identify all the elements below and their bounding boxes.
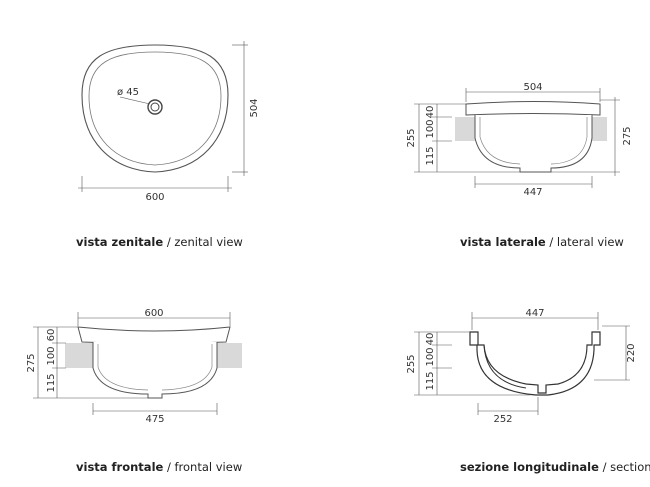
- zenital-width-label: 600: [145, 192, 164, 203]
- drain-hole-outer: [147, 99, 163, 115]
- frontal-bowl-inner: [97, 344, 213, 391]
- lateral-rim: [465, 101, 601, 116]
- section-total-label: 255: [406, 354, 417, 373]
- section-bowl-wall: [469, 331, 601, 396]
- lateral-part-b-label: 100: [425, 119, 436, 138]
- caption-lateral: vista laterale / lateral view: [460, 235, 624, 249]
- lateral-part-a-label: 115: [425, 146, 436, 165]
- caption-zenital-rest: / zenital view: [163, 235, 243, 249]
- section-view: 447 252 255 115 100 40 220: [406, 308, 637, 425]
- frontal-part-a-label: 115: [46, 373, 57, 392]
- caption-frontal-bold: vista frontale: [76, 460, 164, 474]
- lateral-view: 504 447 255 115 100 40 275: [406, 82, 633, 198]
- lateral-bottom-label: 447: [523, 187, 542, 198]
- zenital-height-label: 504: [249, 98, 260, 117]
- section-part-b-label: 100: [425, 347, 436, 366]
- lateral-part-c-label: 40: [425, 106, 436, 119]
- zenital-basin-outer: [81, 44, 229, 173]
- frontal-view: 600 475 275 115 100 60: [26, 308, 242, 425]
- caption-lateral-bold: vista laterale: [460, 235, 546, 249]
- frontal-bowl: [92, 342, 218, 399]
- section-bowl-inner-line: [483, 344, 527, 389]
- caption-section-bold: sezione longitudinale: [460, 460, 599, 474]
- caption-frontal-rest: / frontal view: [163, 460, 243, 474]
- frontal-total-label: 275: [26, 353, 37, 372]
- lateral-bowl-inner: [479, 117, 588, 165]
- lateral-bowl: [474, 115, 593, 173]
- lateral-top-label: 504: [523, 82, 542, 93]
- frontal-bottom-label: 475: [145, 414, 164, 425]
- section-part-c-label: 40: [425, 333, 436, 346]
- lateral-right-label: 275: [622, 126, 633, 145]
- frontal-top-label: 600: [144, 308, 163, 319]
- section-top-label: 447: [525, 308, 544, 319]
- section-bottom-label: 252: [493, 414, 512, 425]
- zenital-view: ø 45 600 504: [78, 41, 260, 203]
- frontal-rim: [77, 326, 231, 344]
- section-right-label: 220: [626, 343, 637, 362]
- caption-zenital-bold: vista zenitale: [76, 235, 164, 249]
- lateral-total-label: 255: [406, 128, 417, 147]
- caption-zenital: vista zenitale / zenital view: [76, 235, 243, 249]
- caption-lateral-rest: / lateral view: [545, 235, 624, 249]
- caption-section: sezione longitudinale / section: [460, 460, 650, 474]
- hole-leader: [119, 96, 151, 105]
- section-part-a-label: 115: [425, 371, 436, 390]
- caption-frontal: vista frontale / frontal view: [76, 460, 242, 474]
- drain-hole-inner: [150, 102, 160, 112]
- caption-section-rest: / section: [598, 460, 650, 474]
- hole-diameter-label: ø 45: [117, 87, 139, 98]
- zenital-basin-inner: [88, 51, 222, 166]
- frontal-part-b-label: 100: [46, 346, 57, 365]
- frontal-part-c-label: 60: [46, 329, 57, 342]
